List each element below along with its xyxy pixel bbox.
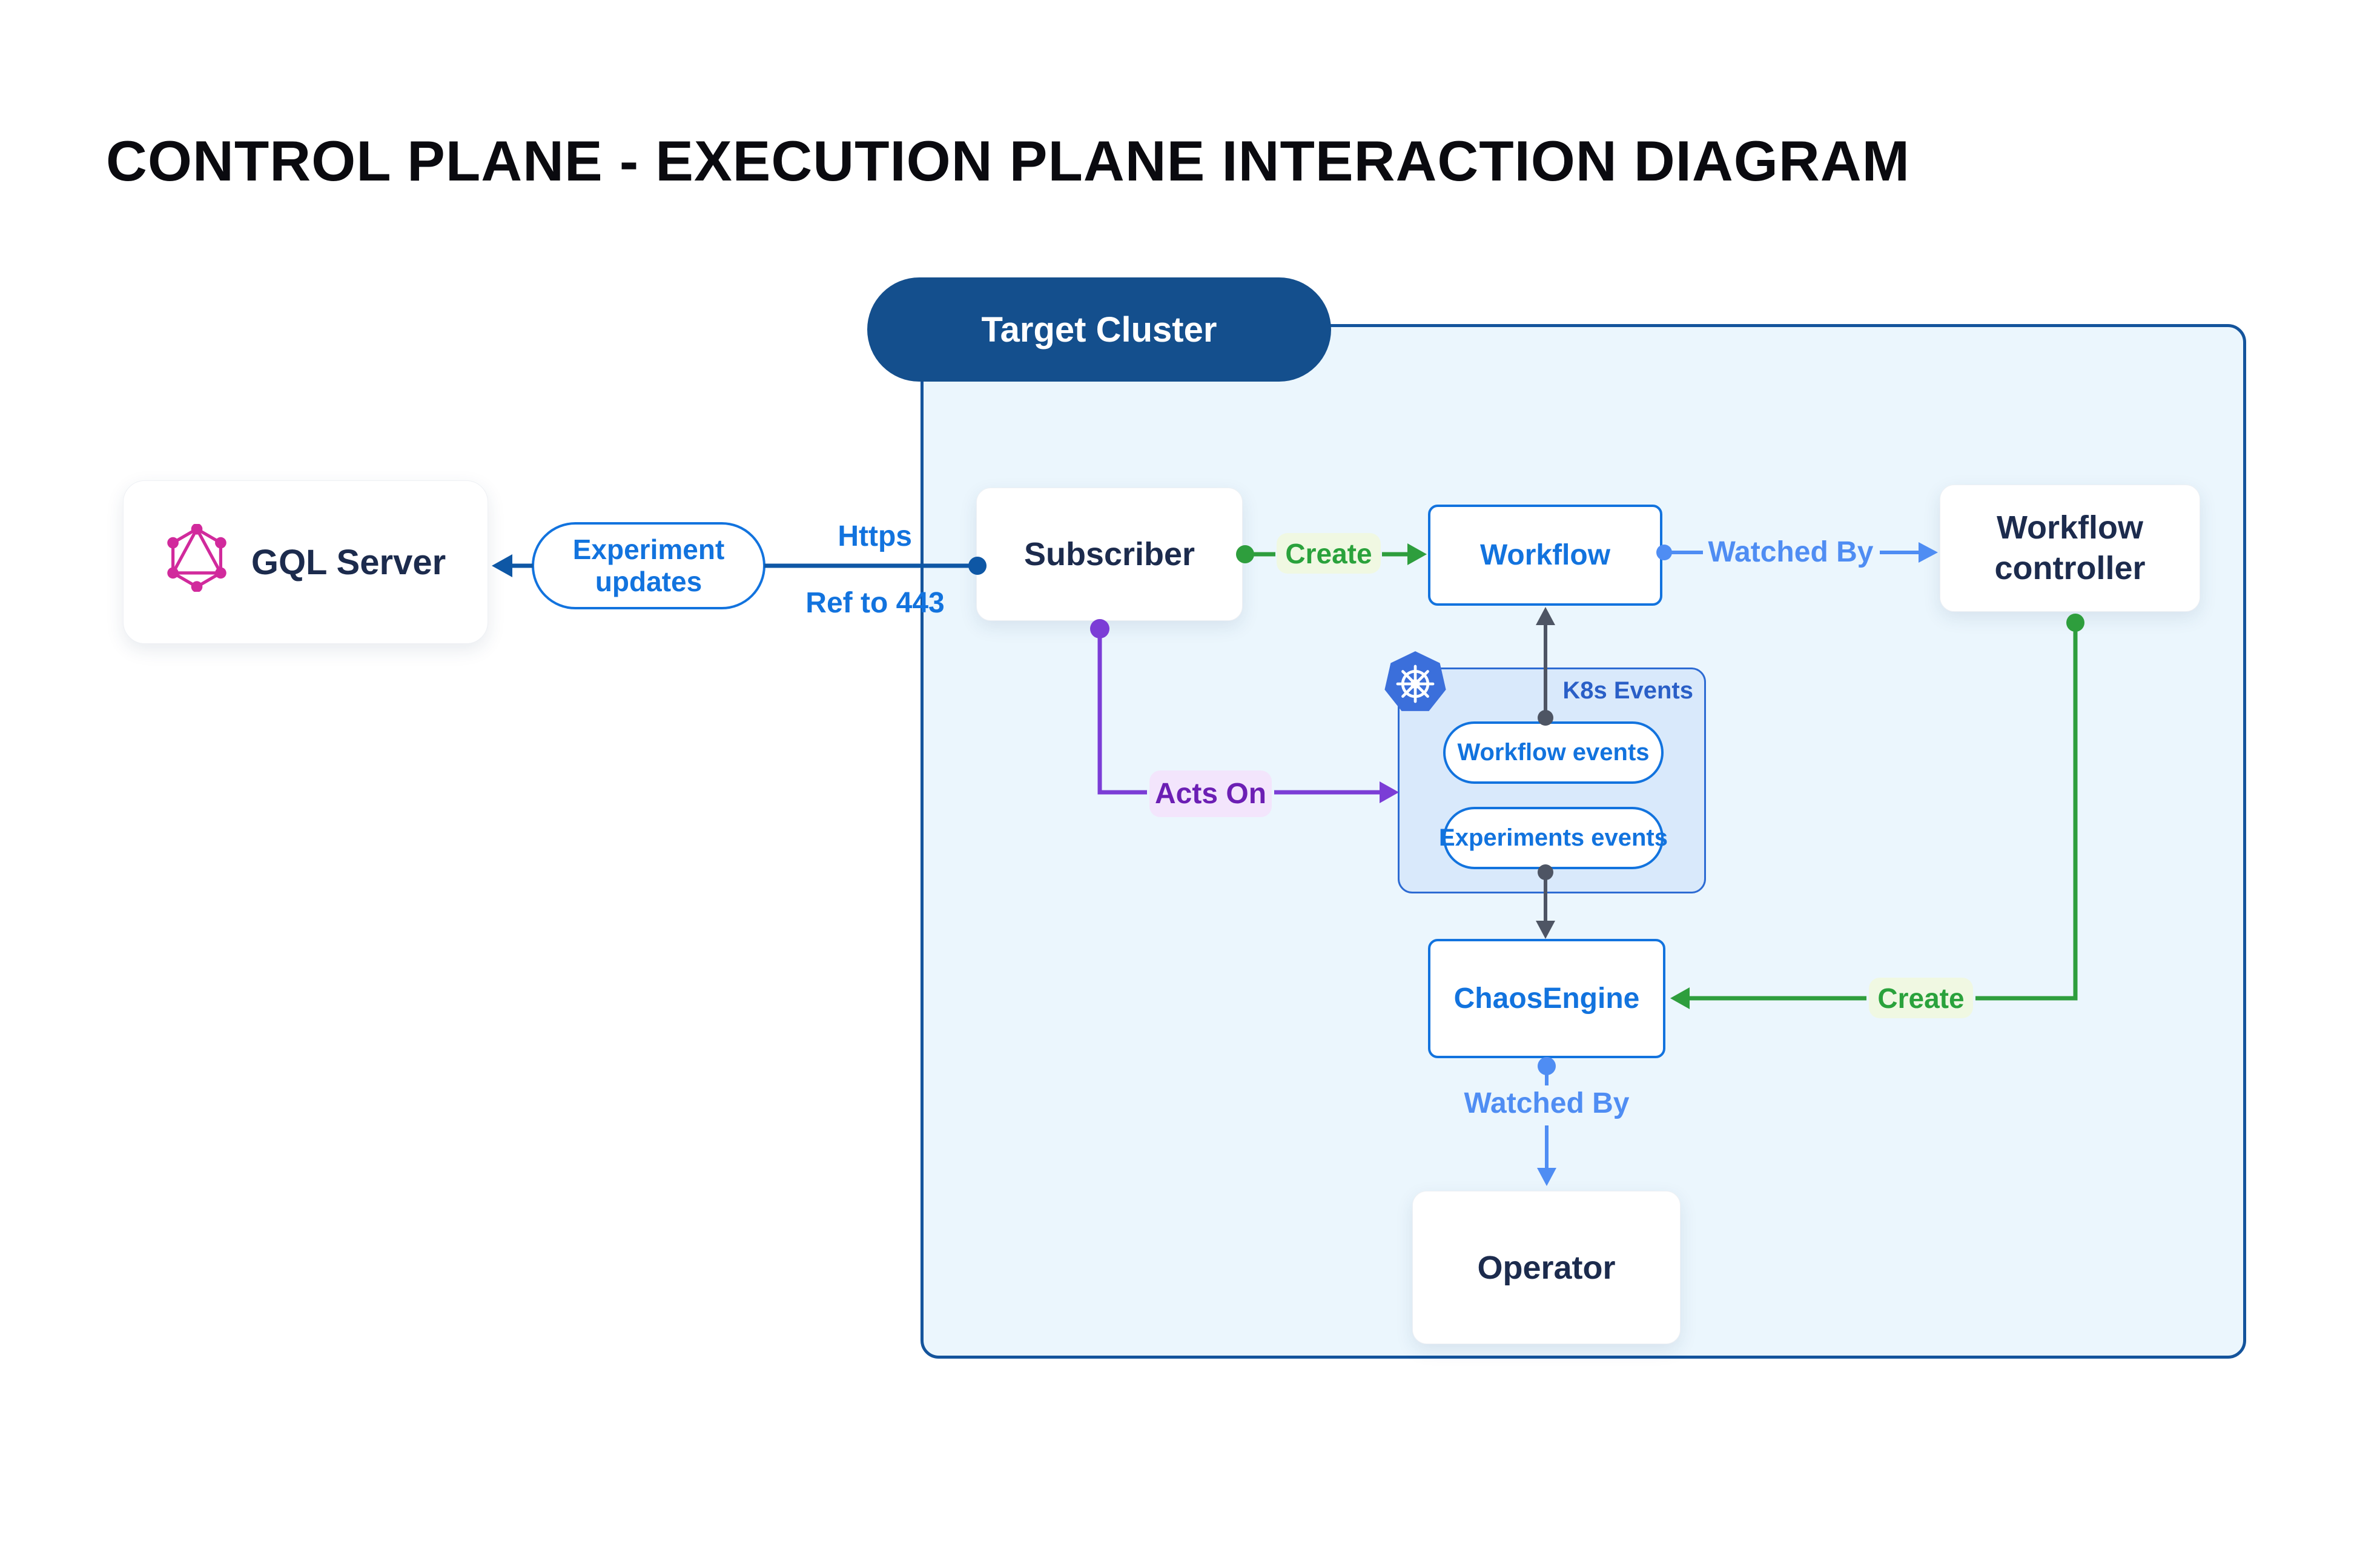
chaos-engine-label: ChaosEngine — [1453, 982, 1640, 1015]
k8s-events-label: K8s Events — [1562, 677, 1693, 704]
watched-by-label-bottom: Watched By — [1464, 1087, 1630, 1119]
target-cluster-pill: Target Cluster — [867, 277, 1331, 382]
node-workflow: Workflow — [1428, 505, 1662, 606]
kubernetes-icon — [1384, 650, 1447, 715]
create-bottom-text: Create — [1877, 982, 1965, 1014]
node-operator: Operator — [1412, 1191, 1681, 1344]
acts-on-text: Acts On — [1154, 778, 1267, 810]
target-cluster-label: Target Cluster — [981, 310, 1217, 350]
node-chaos-engine: ChaosEngine — [1428, 939, 1665, 1058]
create-label-top: Create — [1277, 533, 1381, 574]
create-top-text: Create — [1285, 537, 1372, 569]
experiments-events-label: Experiments events — [1439, 824, 1668, 851]
experiment-updates-label: Experiment updates — [572, 534, 725, 597]
workflow-events-pill: Workflow events — [1443, 721, 1664, 784]
https-label: Https — [838, 520, 912, 552]
watched-by-label-top: Watched By — [1708, 536, 1874, 568]
operator-label: Operator — [1477, 1249, 1616, 1286]
page-title: CONTROL PLANE - EXECUTION PLANE INTERACT… — [106, 129, 1910, 193]
experiments-events-pill: Experiments events — [1439, 807, 1668, 869]
workflow-controller-label: Workflow controller — [1994, 509, 2146, 587]
create-label-bottom: Create — [1869, 978, 1973, 1018]
experiment-updates-badge: Experiment updates — [532, 522, 765, 609]
workflow-label: Workflow — [1479, 539, 1611, 571]
node-gql-server: GQL Server — [123, 480, 488, 644]
gql-server-label: GQL Server — [251, 542, 446, 582]
acts-on-label: Acts On — [1149, 770, 1272, 817]
node-subscriber: Subscriber — [976, 488, 1243, 621]
ref-to-443-label: Ref to 443 — [805, 587, 945, 619]
workflow-events-label: Workflow events — [1457, 739, 1650, 766]
graphql-icon — [165, 523, 228, 600]
node-workflow-controller: Workflow controller — [1940, 485, 2200, 612]
subscriber-label: Subscriber — [1023, 536, 1195, 572]
